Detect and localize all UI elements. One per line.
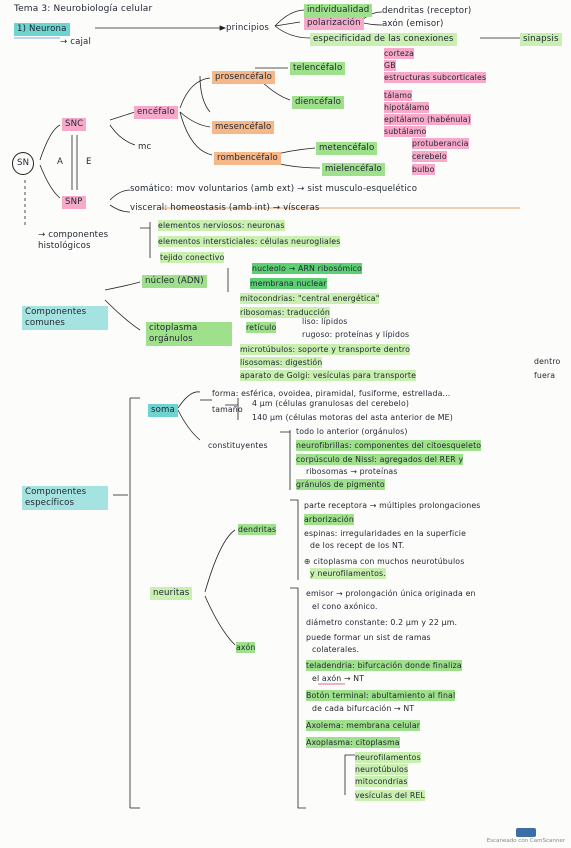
d-item-3: espinas: irregularidades en la superfici… [304,529,467,538]
histo-item-2: elementos intersticiales: células neurog… [158,236,341,247]
axon-node: axón [236,642,256,653]
die-subtalamo: subtálamo [384,126,427,137]
histo-item-1: elementos nerviosos: neuronas [158,220,285,231]
forma-line: forma: esférica, ovoidea, piramidal, fus… [212,389,451,398]
axo-item-3: mitocondrias [355,776,408,787]
tel-estructuras: estructuras subcorticales [384,72,487,83]
liso-line: liso: lípidos [302,317,348,326]
fuera-label: fuera [534,371,556,380]
nissl2-line: ribosomas → proteínas [306,467,398,476]
constituyentes-label: constituyentes [208,441,268,450]
e-label: E [86,157,92,167]
neurofibrillas-line: neurofibrillas: componentes del citoesqu… [296,440,482,451]
d-item-6: y neurofilamentos. [310,568,386,579]
polarizacion-item: polarización [304,17,364,30]
a-item-9: de cada bifurcación → NT [312,704,415,713]
granulos-line: gránulos de pigmento [296,479,385,490]
sinapsis-label: sinapsis [520,33,562,46]
mielencefalo-node: mielencéfalo [322,163,385,176]
a-item-1: emisor → prolongación única originada en [306,589,476,598]
camscanner-stamp: Escaneado con CamScanner [487,828,565,844]
especificidad-item: especificidad de las conexiones [310,33,457,46]
ribo-line: ribosomas: traducción [240,307,330,318]
a-item-7: el axón → NT [312,674,365,683]
lisosomas-line: lisosomas: digestión [240,357,323,368]
diencefalo-node: diencéfalo [292,96,345,109]
comunes-label: Componentes comunes [22,306,108,330]
a-item-8: Botón terminal: abultamiento al final [306,690,456,701]
telencefalo-node: telencéfalo [290,62,346,75]
a-item-4: puede formar un sist de ramas [306,633,431,642]
a-item-11: Axoplasma: citoplasma [306,737,400,748]
membrana-line: membrana nuclear [250,278,327,289]
nucleolo-line: nucleolo → ARN ribosómico [252,263,362,274]
rugoso-line: rugoso: proteínas y lípidos [302,330,410,339]
axo-item-2: neurotúbulos [355,764,409,775]
dentro-label: dentro [534,357,561,366]
rombencefalo-node: rombencéfalo [214,152,281,165]
stamp-text: Escaneado con CamScanner [486,838,565,844]
snp-node: SNP [62,196,86,209]
met-cerebelo: cerebelo [412,151,447,162]
a-item-5: colaterales. [312,645,360,654]
dendritas-node: dendritas [238,524,277,535]
t4-line: 4 µm (células granulosas del cerebelo) [252,399,410,408]
a-label: A [57,157,64,167]
mito-line: mitocondrias: "central energética" [240,293,380,304]
bulbo-label: bulbo [412,164,435,175]
nucleo-node: núcleo (ADN) [142,275,207,288]
cajal-label: → cajal [60,37,92,47]
prosencefalo-node: prosencéfalo [212,71,276,84]
metencefalo-node: metencéfalo [316,142,378,155]
micro-line: microtúbulos: soporte y transporte dentr… [240,344,411,355]
a-item-6: teladendria: bifurcación donde finaliza [306,660,462,671]
somatico-line: somático: mov voluntarios (amb ext) → si… [130,184,418,194]
d-item-5: ⊕ citoplasma con muchos neurotúbulos [304,557,465,566]
golgi-line: aparato de Golgi: vesículas para transpo… [240,370,417,381]
snc-node: SNC [62,118,87,131]
todo-line: todo lo anterior (orgánulos) [296,427,408,436]
d-item-2: arborización [304,514,354,525]
tel-gb: GB [384,60,396,71]
especificos-label: Componentes específicos [22,486,108,510]
histo-item-3: tejido conectivo [160,252,225,263]
a-item-3: diámetro constante: 0.2 µm y 22 µm. [306,618,458,627]
mc-label: mc [138,142,152,152]
dendritas-receptor: dendritas (receptor) [382,6,472,16]
axon-emisor: axón (emisor) [382,19,444,29]
visceral-line: visceral: homeostasis (amb int) → víscer… [130,203,320,213]
neuritas-node: neuritas [150,587,193,600]
sn-node: SN [12,152,35,175]
individualidad-item: individualidad [304,4,373,17]
die-talamo: tálamo [384,90,413,101]
topic-title: Tema 3: Neurobiología celular [14,4,153,14]
d-item-1: parte receptora → múltiples prolongacion… [304,501,481,510]
nissl-line: corpúsculo de Nissl: agregados del RER y [296,454,464,465]
a-item-2: el cono axónico. [312,602,378,611]
tel-corteza: corteza [384,48,415,59]
axo-item-1: neurofilamentos [355,752,421,763]
histo-label: → componentes histológicos [38,230,109,251]
t140-line: 140 µm (células motoras del asta anterio… [252,413,453,422]
die-hipotalamo: hipotálamo [384,102,430,113]
soma-node: soma [148,404,178,417]
a-item-10: Axolema: membrana celular [306,720,421,731]
die-epitalamo: epitálamo (habénula) [384,114,471,125]
tamano-label: tamaño [212,405,243,414]
citoplasma-node: citoplasma orgánulos [146,322,232,346]
encefalo-node: encéfalo [134,106,178,119]
met-protuberancia: protuberancia [412,138,469,149]
axo-item-4: vesículas del REL [355,790,425,801]
mesencefalo-node: mesencéfalo [212,121,275,134]
reticulo-node: retículo [246,322,277,333]
principios-label: principios [226,23,270,33]
camscanner-logo-icon [515,828,536,837]
neurona-node: 1) Neurona [14,23,70,36]
d-item-4: de los recept de los NT. [310,541,405,550]
